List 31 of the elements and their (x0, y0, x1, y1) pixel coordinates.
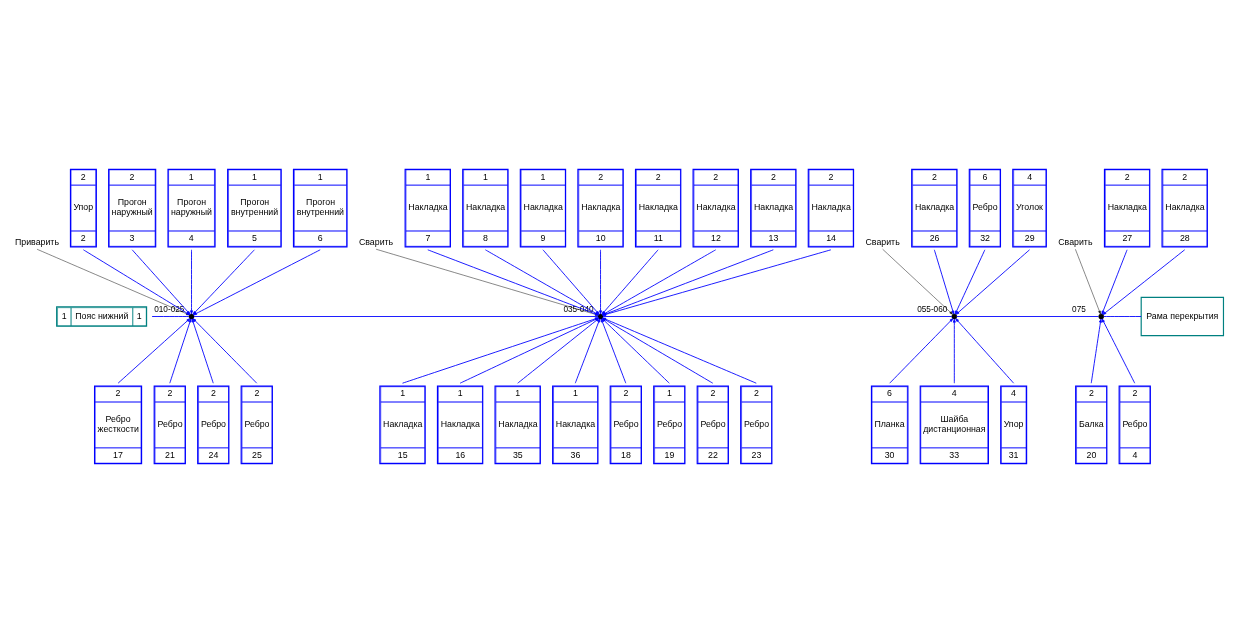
arrow (1090, 318, 1102, 384)
arrow (459, 317, 599, 384)
arrow (933, 249, 955, 315)
connector (151, 316, 190, 317)
arrow (1101, 249, 1128, 315)
arrow (402, 317, 599, 384)
arrow (1075, 248, 1101, 315)
arrow (1101, 318, 1136, 384)
arrow (889, 318, 954, 384)
node-box: Рама перекрытия (1140, 296, 1225, 337)
connector (602, 316, 953, 317)
arrow (955, 249, 1030, 315)
arrow (190, 249, 193, 315)
arrow (952, 318, 956, 384)
node-text: Сварить (865, 237, 900, 248)
node-text: Приварить (14, 237, 59, 248)
arrow (117, 318, 191, 384)
arrow (517, 318, 600, 384)
arrow (169, 318, 192, 384)
arrow (599, 249, 602, 315)
arrow (191, 318, 214, 384)
arrow (574, 318, 601, 384)
connector (193, 316, 599, 317)
arrow (1102, 249, 1186, 315)
arrow (955, 318, 1015, 384)
arrow (954, 249, 986, 315)
arrow (192, 318, 258, 384)
node-text: Сварить (358, 237, 394, 248)
connector (956, 316, 1099, 317)
connector (1103, 316, 1142, 317)
node-text: Сварить (1058, 237, 1093, 248)
